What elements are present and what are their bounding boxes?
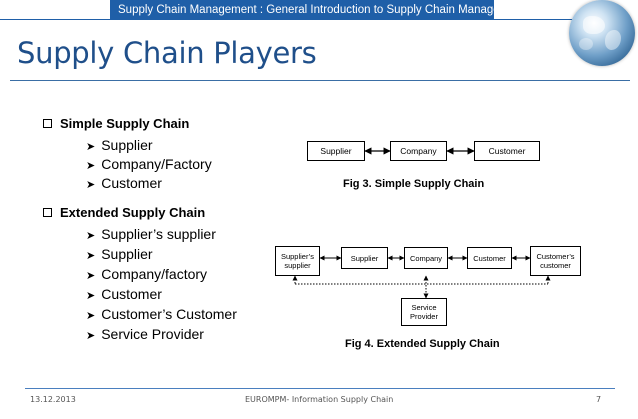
arrow-bullet-icon: ➤ [86, 160, 96, 172]
arrow-bullet-icon: ➤ [86, 141, 96, 153]
fig3-node-customer: Customer [474, 141, 540, 161]
page-number: 7 [596, 395, 602, 404]
arrow-bullet-icon: ➤ [86, 330, 96, 342]
arrow-bullet-icon: ➤ [86, 250, 96, 262]
arrow-bullet-icon: ➤ [86, 179, 96, 191]
globe-icon [569, 0, 635, 66]
arrow-bullet-icon: ➤ [86, 290, 96, 302]
bullet-extended-supply-chain: Extended Supply Chain [43, 205, 205, 220]
bullet-sub-item: ➤Customer’s Customer [86, 306, 237, 322]
header-left-rule [0, 19, 110, 20]
bullet-sub-item: ➤Customer [86, 286, 162, 302]
bullet-simple-supply-chain: Simple Supply Chain [43, 116, 189, 131]
footer-date: 13.12.2013 [30, 395, 76, 404]
fig4-node-service-provider: Service Provider [401, 298, 447, 326]
arrow-bullet-icon: ➤ [86, 270, 96, 282]
bullet-sub-item: ➤Supplier [86, 246, 153, 262]
fig4-caption: Fig 4. Extended Supply Chain [345, 338, 500, 350]
title-divider [10, 80, 630, 81]
checkbox-square-icon [43, 119, 52, 128]
fig4-node-customer: Customer [467, 247, 512, 269]
fig3-node-company: Company [390, 141, 447, 161]
fig3-caption: Fig 3. Simple Supply Chain [343, 178, 485, 190]
header-right-rule [494, 19, 594, 20]
arrow-bullet-icon: ➤ [86, 230, 96, 242]
fig4-node-company: Company [404, 247, 448, 269]
footer-divider [25, 388, 615, 389]
checkbox-square-icon [43, 208, 52, 217]
bullet-sub-item: ➤Customer [86, 175, 162, 191]
fig4-node-supplier: Supplier [341, 247, 388, 269]
bullet-sub-item: ➤Supplier’s supplier [86, 226, 216, 242]
arrow-bullet-icon: ➤ [86, 310, 96, 322]
fig3-node-supplier: Supplier [307, 141, 365, 161]
bullet-sub-item: ➤Company/Factory [86, 156, 212, 172]
bullet-sub-item: ➤Supplier [86, 137, 153, 153]
slide-title: Supply Chain Players [17, 36, 317, 70]
footer-center-text: EUROMPM- Information Supply Chain [245, 395, 394, 404]
bullet-sub-item: ➤Service Provider [86, 326, 204, 342]
fig4-node-customers-customer: Customer’s customer [530, 246, 581, 276]
fig4-node-suppliers-supplier: Supplier’s supplier [275, 246, 320, 276]
header-banner: Supply Chain Management : General Introd… [110, 0, 494, 20]
bullet-sub-item: ➤Company/factory [86, 266, 208, 282]
